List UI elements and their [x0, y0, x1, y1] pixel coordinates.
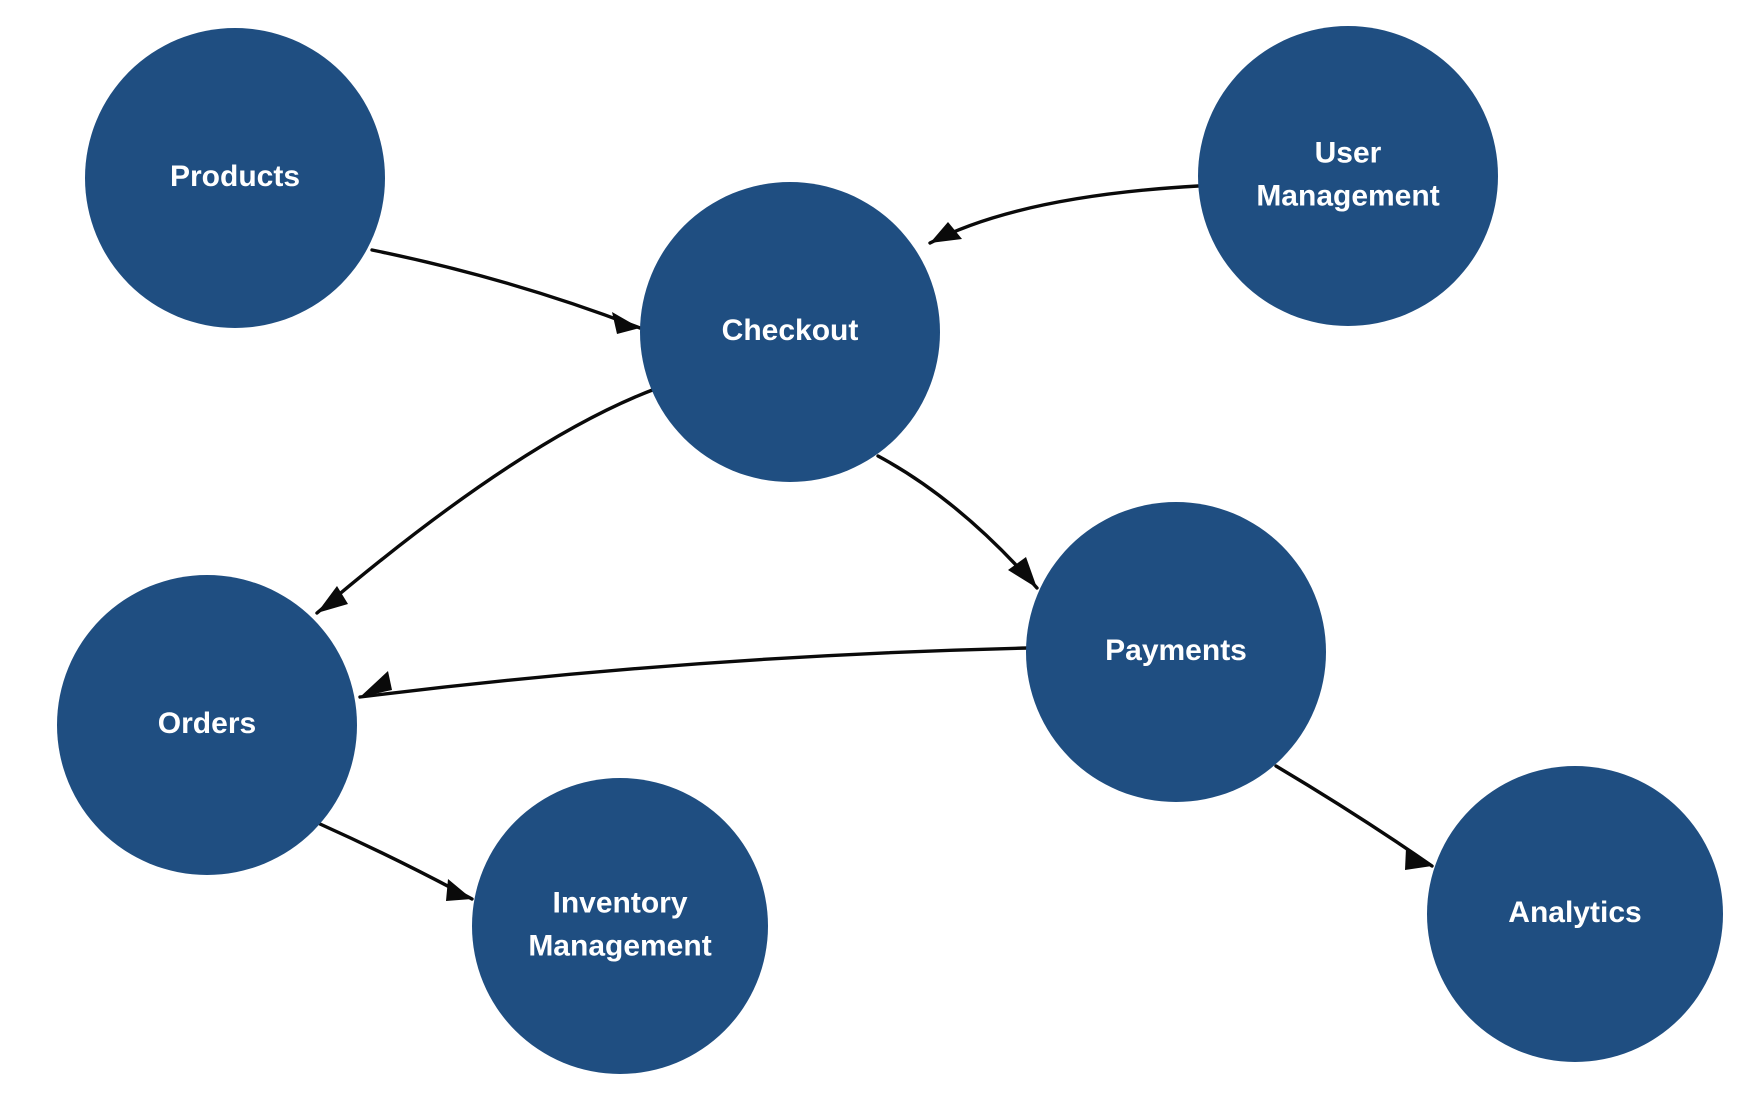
node-orders[interactable]: Orders — [57, 575, 357, 875]
edge-orders-to-inventory-management[interactable] — [318, 822, 474, 901]
edge-payments-to-orders[interactable] — [358, 646, 1030, 699]
node-shape[interactable] — [1427, 766, 1723, 1062]
arrowhead-icon — [930, 222, 962, 243]
edge-line — [370, 248, 642, 330]
node-shape[interactable] — [57, 575, 357, 875]
node-shape[interactable] — [1026, 502, 1326, 802]
arrowhead-icon — [446, 879, 472, 901]
node-shape[interactable] — [472, 778, 768, 1074]
node-products[interactable]: Products — [85, 28, 385, 328]
arrowhead-icon — [360, 671, 392, 697]
edge-line — [928, 184, 1200, 245]
edge-line — [315, 387, 657, 615]
edge-checkout-to-orders[interactable] — [315, 387, 657, 615]
node-shape[interactable] — [640, 182, 940, 482]
edges-layer — [315, 184, 1434, 901]
edge-checkout-to-payments[interactable] — [876, 454, 1039, 590]
edge-user-management-to-checkout[interactable] — [928, 184, 1200, 245]
node-checkout[interactable]: Checkout — [640, 182, 940, 482]
node-payments[interactable]: Payments — [1026, 502, 1326, 802]
arrowhead-icon — [1008, 557, 1037, 588]
node-shape[interactable] — [85, 28, 385, 328]
arrowhead-icon — [612, 312, 640, 334]
edge-products-to-checkout[interactable] — [370, 248, 642, 334]
edge-line — [358, 646, 1030, 699]
node-shape[interactable] — [1198, 26, 1498, 326]
arrowhead-icon — [1405, 848, 1432, 870]
edge-payments-to-analytics[interactable] — [1274, 764, 1434, 870]
arrowhead-icon — [317, 586, 348, 613]
node-analytics[interactable]: Analytics — [1427, 766, 1723, 1062]
